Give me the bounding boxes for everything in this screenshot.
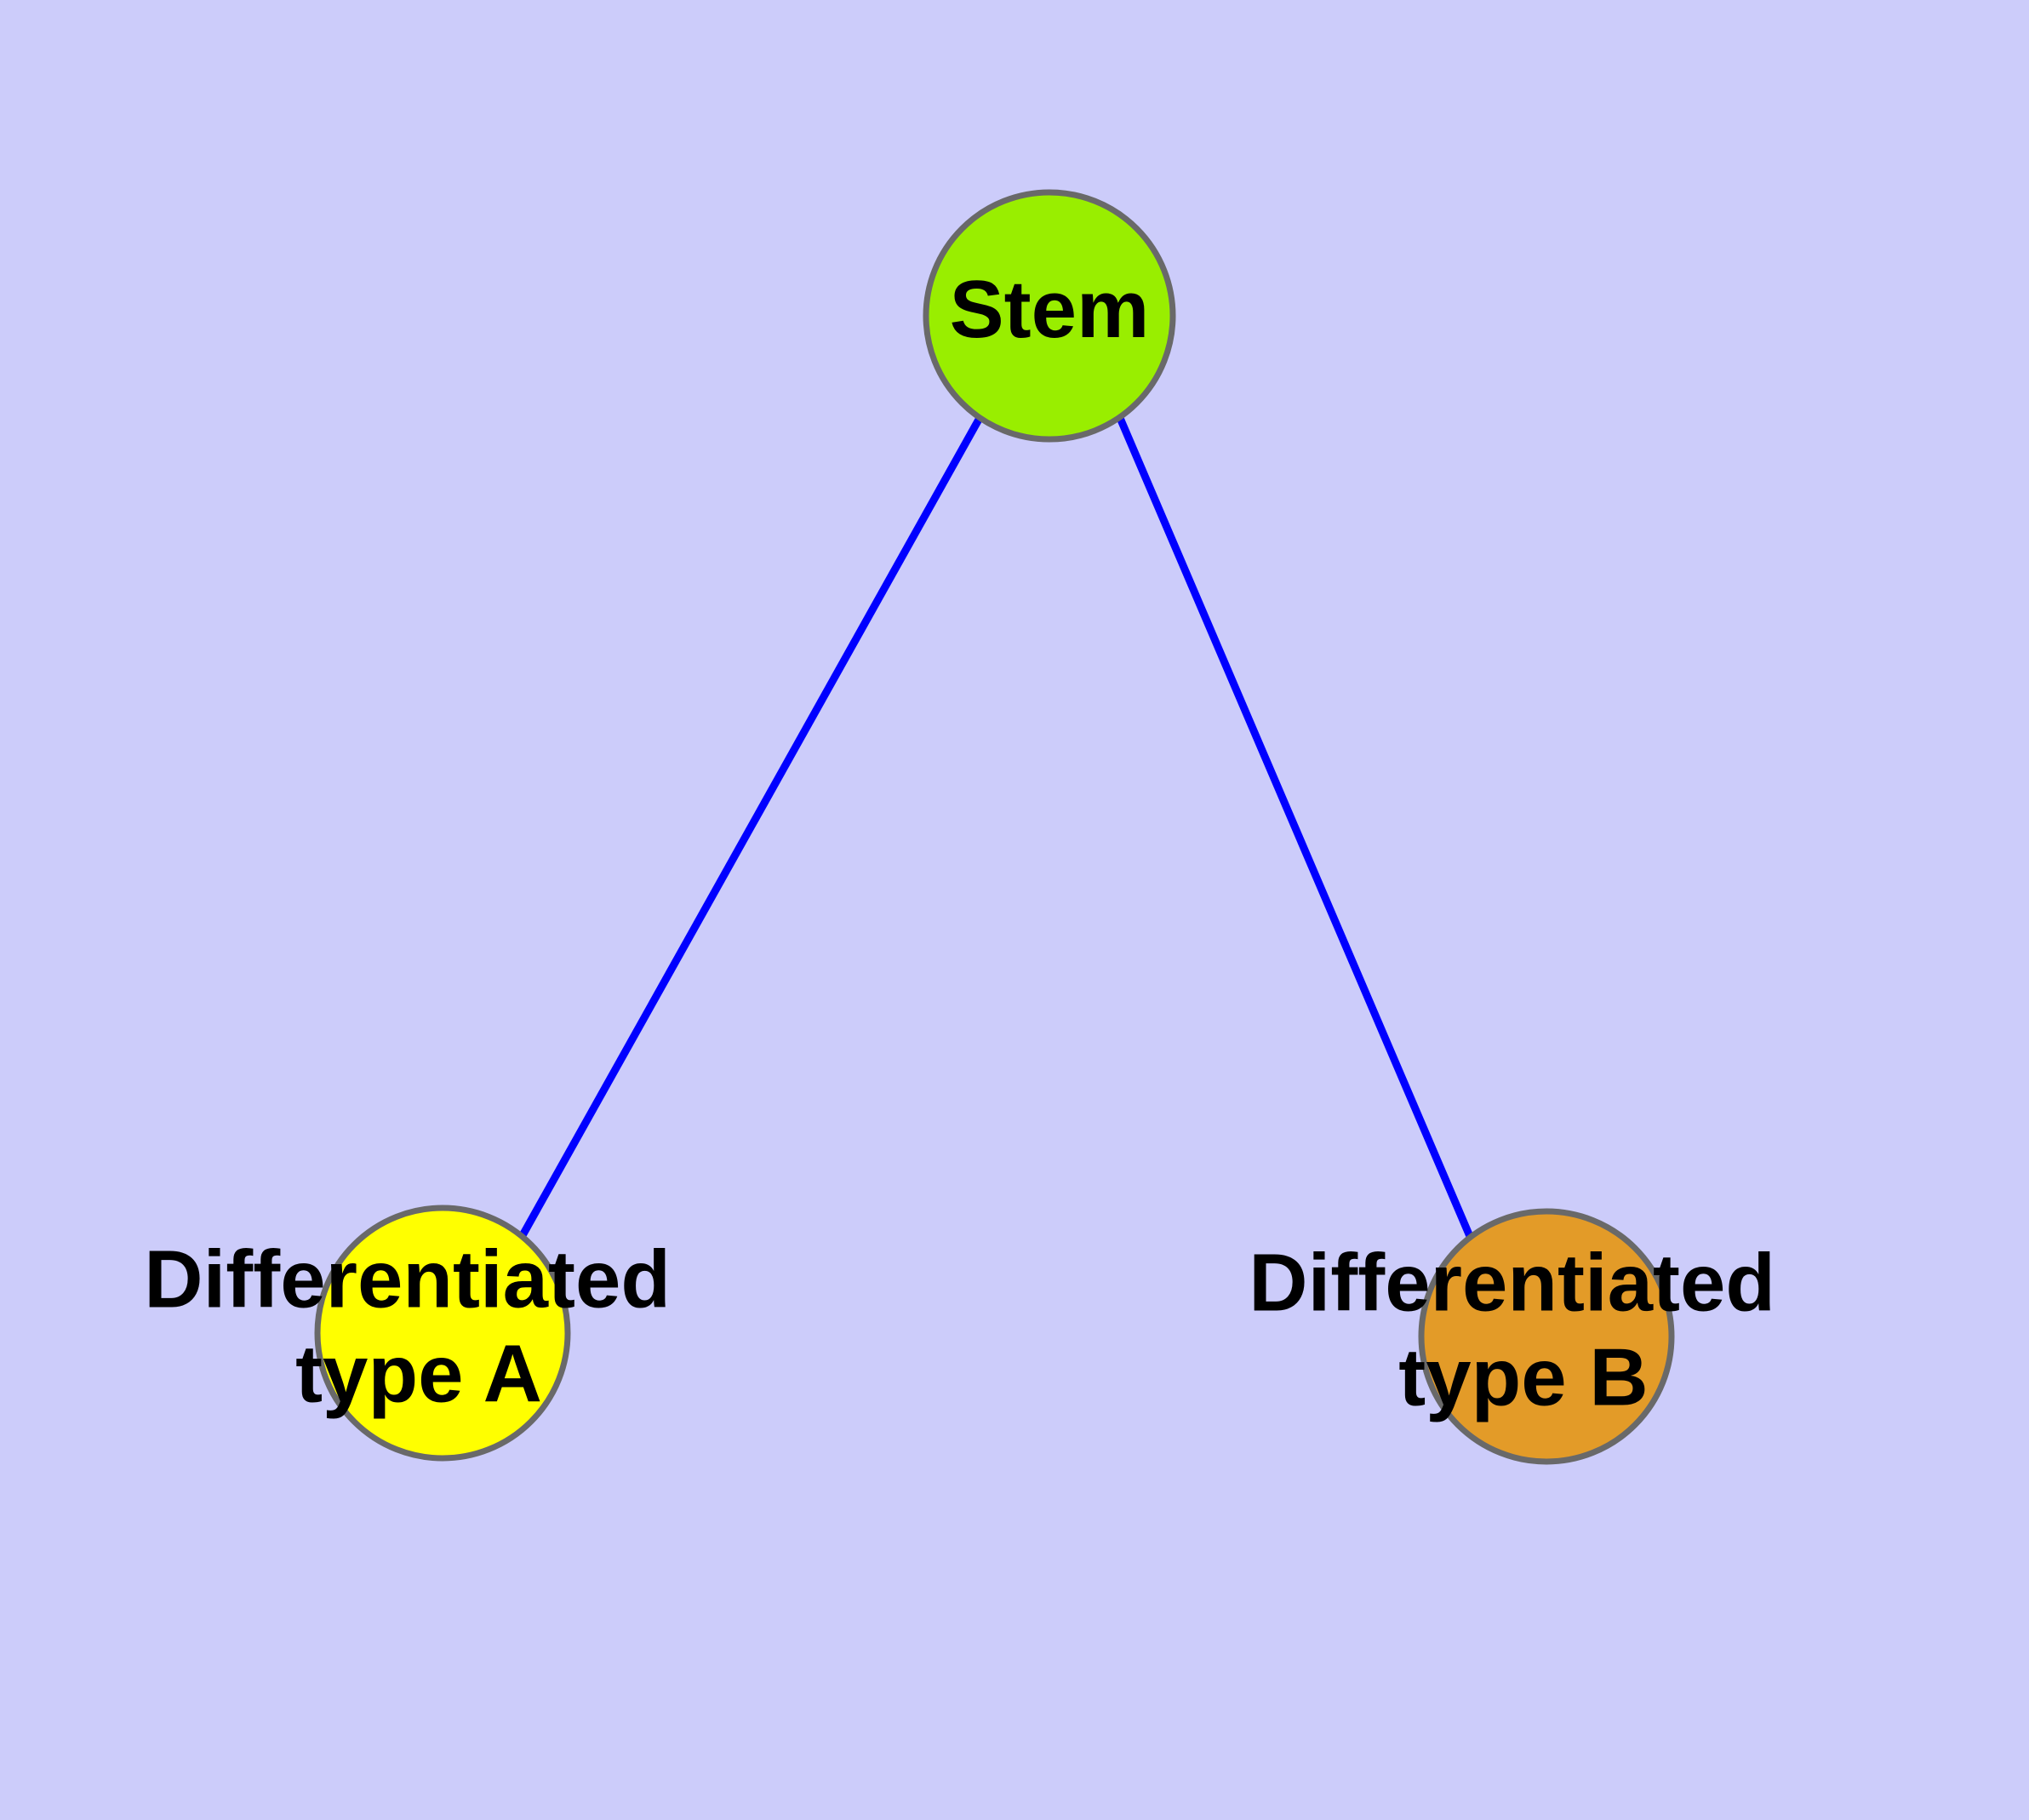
node-stem-label-line1: Stem [950, 264, 1150, 355]
node-differentiated-type-b-label: Differentiated type B [1249, 1238, 1798, 1423]
edge-stem-to-differentiated-type-a[interactable] [518, 415, 983, 1239]
edge-stem-to-differentiated-type-b[interactable] [1116, 416, 1476, 1242]
node-differentiated-type-b-label-line2: type B [1398, 1332, 1648, 1423]
node-differentiated-type-b-label-line1: Differentiated [1249, 1238, 1775, 1329]
nodes-layer [314, 189, 1675, 1465]
labels-layer: Stem Differentiated type A Differentiate… [144, 264, 1798, 1423]
node-stem-label: Stem [950, 264, 1150, 355]
node-differentiated-type-b-circle[interactable] [1418, 1208, 1675, 1465]
node-stem-circle[interactable] [923, 189, 1176, 443]
edges-layer [518, 415, 1476, 1242]
node-differentiated-type-a-label-line1: Differentiated [144, 1234, 671, 1325]
node-differentiated-type-a-label: Differentiated type A [144, 1234, 693, 1420]
node-differentiated-type-a-circle[interactable] [314, 1205, 571, 1462]
node-differentiated-type-a-label-line2: type A [295, 1329, 542, 1420]
